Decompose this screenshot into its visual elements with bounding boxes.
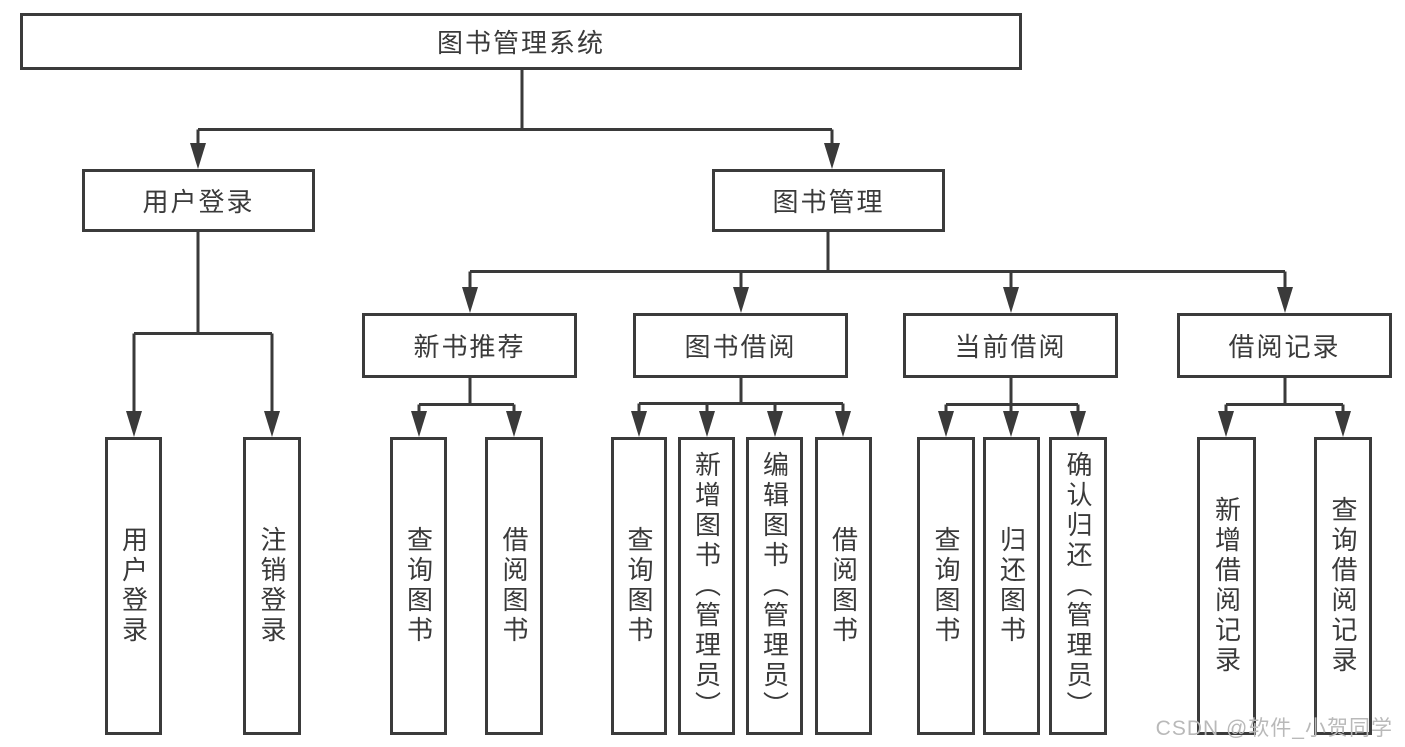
node-label: 当前借阅: [954, 332, 1067, 362]
node-root-system: 图书管理系统: [20, 13, 1022, 70]
node-label: 确认归还（管理员）: [1063, 451, 1093, 721]
node-label: 注销登录: [257, 526, 287, 646]
node-label: 编辑图书（管理员）: [759, 451, 790, 721]
leaf-borrow-books: 借阅图书: [815, 437, 872, 735]
leaf-query-books-borrow: 查询图书: [611, 437, 667, 735]
connector-borrow-record-children: [1218, 378, 1351, 437]
node-label: 查询图书: [624, 526, 654, 646]
node-book-borrowing: 图书借阅: [633, 313, 848, 378]
leaf-add-books-admin: 新增图书（管理员）: [678, 437, 735, 735]
connector-book-mgmt-children: [462, 232, 1293, 313]
node-label: 归还图书: [996, 526, 1027, 646]
connector-user-login-children: [126, 232, 280, 437]
node-label: 图书管理系统: [436, 28, 605, 58]
node-label: 图书管理: [772, 187, 885, 217]
node-label: 用户登录: [142, 187, 255, 217]
leaf-confirm-return-admin: 确认归还（管理员）: [1049, 437, 1107, 735]
connector-new-book-children: [411, 378, 522, 437]
leaf-query-borrow-record: 查询借阅记录: [1314, 437, 1372, 735]
node-label: 查询图书: [931, 526, 961, 646]
node-user-login: 用户登录: [82, 169, 315, 232]
node-label: 图书借阅: [684, 332, 797, 362]
node-label: 借阅记录: [1228, 332, 1341, 362]
leaf-borrow-books-recommend: 借阅图书: [485, 437, 543, 735]
node-book-management: 图书管理: [712, 169, 945, 232]
node-label: 新增图书（管理员）: [691, 451, 722, 721]
connector-book-borrow-children: [631, 378, 851, 437]
node-label: 查询借阅记录: [1328, 496, 1358, 676]
node-label: 用户登录: [118, 526, 149, 646]
connector-root-to-level2: [190, 69, 840, 169]
node-label: 新增借阅记录: [1211, 496, 1242, 676]
leaf-user-login: 用户登录: [105, 437, 162, 735]
node-label: 查询图书: [403, 526, 434, 646]
leaf-query-books-recommend: 查询图书: [390, 437, 447, 735]
leaf-return-books: 归还图书: [983, 437, 1040, 735]
watermark-text: CSDN @软件_小贺同学: [1155, 717, 1393, 740]
leaf-query-books-current: 查询图书: [917, 437, 975, 735]
node-borrow-records: 借阅记录: [1177, 313, 1392, 378]
node-label: 借阅图书: [499, 526, 529, 646]
leaf-logout: 注销登录: [243, 437, 301, 735]
node-label: 借阅图书: [828, 526, 859, 646]
leaf-edit-books-admin: 编辑图书（管理员）: [746, 437, 803, 735]
node-new-book-recommend: 新书推荐: [362, 313, 577, 378]
node-current-borrowing: 当前借阅: [903, 313, 1118, 378]
connector-current-borrow-children: [938, 378, 1086, 437]
leaf-add-borrow-record: 新增借阅记录: [1197, 437, 1256, 735]
node-label: 新书推荐: [413, 332, 526, 362]
